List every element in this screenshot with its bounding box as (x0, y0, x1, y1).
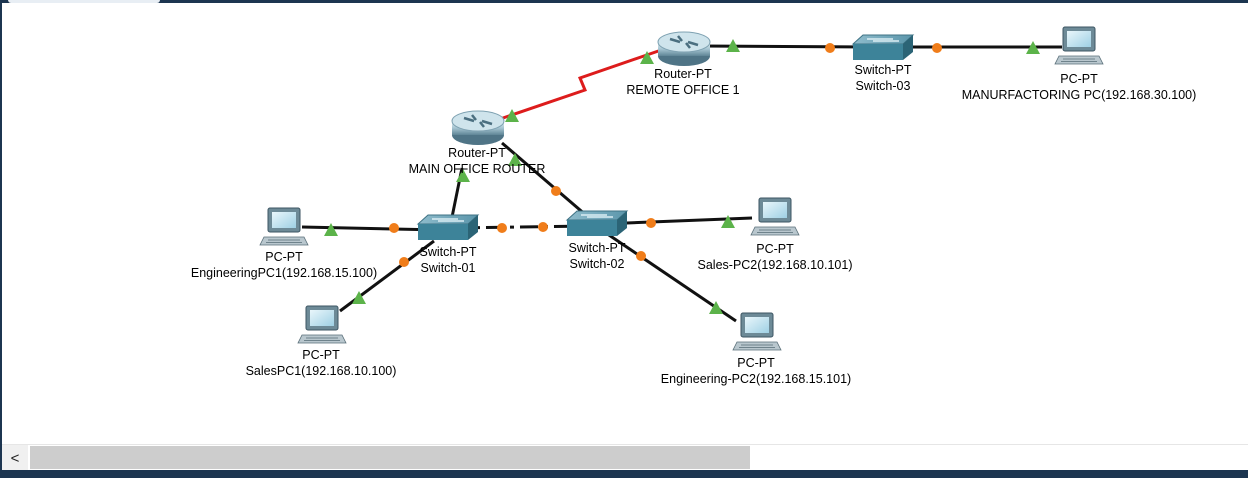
pc-icon[interactable] (750, 197, 800, 236)
device-label-switch-01: Switch-PT Switch-01 (420, 244, 477, 276)
device-type: PC-PT (1060, 72, 1098, 86)
device-type: Switch-PT (568, 241, 626, 255)
device-name: Engineering-PC2(192.168.15.101) (660, 372, 852, 386)
window-bottom-border (0, 470, 1248, 478)
device-name: EngineeringPC1(192.168.15.100) (190, 266, 378, 280)
switch-icon[interactable] (851, 34, 915, 60)
link-up-indicator (505, 109, 519, 122)
device-label-pc-eng1: PC-PT EngineeringPC1(192.168.15.100) (191, 249, 377, 281)
device-name: Switch-02 (569, 257, 625, 271)
link-blocking-indicator (538, 222, 548, 232)
chevron-left-icon: < (10, 449, 20, 467)
link-up-indicator (709, 301, 723, 314)
device-type: PC-PT (756, 242, 794, 256)
pc-icon[interactable] (259, 207, 309, 246)
pc-icon[interactable] (1054, 26, 1104, 65)
device-type: Switch-PT (419, 245, 477, 259)
device-name: Sales-PC2(192.168.10.101) (697, 258, 853, 272)
switch-icon[interactable] (565, 210, 629, 236)
device-name: SalesPC1(192.168.10.100) (245, 364, 397, 378)
device-name: MANURFACTORING PC(192.168.30.100) (961, 88, 1197, 102)
link-router-remote-switch-03[interactable] (701, 44, 873, 49)
device-type: PC-PT (265, 250, 303, 264)
device-name: Switch-01 (420, 261, 476, 275)
logical-workspace[interactable]: Router-PT MAIN OFFICE ROUTER Router-PT R… (2, 3, 1248, 443)
link-up-indicator (352, 291, 366, 304)
link-up-indicator (508, 153, 522, 166)
device-label-pc-manuf: PC-PT MANURFACTORING PC(192.168.30.100) (962, 71, 1197, 103)
link-blocking-indicator (932, 43, 942, 53)
link-blocking-indicator (497, 223, 507, 233)
link-blocking-indicator (389, 223, 399, 233)
device-type: Router-PT (448, 146, 506, 160)
pc-icon[interactable] (297, 305, 347, 344)
link-blocking-indicator (636, 251, 646, 261)
link-up-indicator (721, 215, 735, 228)
device-label-pc-sales1: PC-PT SalesPC1(192.168.10.100) (246, 347, 397, 379)
router-icon[interactable] (451, 110, 505, 145)
device-name: MAIN OFFICE ROUTER (408, 162, 546, 176)
link-blocking-indicator (646, 218, 656, 228)
device-label-pc-sales2: PC-PT Sales-PC2(192.168.10.101) (698, 241, 853, 273)
device-label-switch-02: Switch-PT Switch-02 (569, 240, 626, 272)
link-blocking-indicator (551, 186, 561, 196)
device-name: Switch-03 (855, 79, 911, 93)
serial-link-main-remote[interactable] (499, 45, 671, 121)
window-tab[interactable] (8, 0, 160, 3)
router-icon[interactable] (657, 31, 711, 66)
link-up-indicator (456, 169, 470, 182)
device-type: Router-PT (654, 67, 712, 81)
pc-icon[interactable] (732, 312, 782, 351)
link-status-indicators (324, 39, 1040, 314)
switch-icon[interactable] (416, 214, 480, 240)
scroll-left-button[interactable]: < (2, 445, 28, 471)
device-type: PC-PT (737, 356, 775, 370)
link-blocking-indicator (825, 43, 835, 53)
device-label-main-router: Router-PT MAIN OFFICE ROUTER (409, 145, 546, 177)
horizontal-scrollbar[interactable]: < (2, 444, 1248, 471)
device-name: REMOTE OFFICE 1 (626, 83, 740, 97)
scroll-thumb[interactable] (30, 446, 750, 469)
link-up-indicator (640, 51, 654, 64)
topology-canvas[interactable] (2, 3, 1248, 443)
device-type: PC-PT (302, 348, 340, 362)
link-up-indicator (324, 223, 338, 236)
link-router-main-switch-02[interactable] (501, 141, 595, 224)
link-up-indicator (726, 39, 740, 52)
link-up-indicator (1026, 41, 1040, 54)
window-top-border (0, 0, 1248, 3)
device-label-switch-03: Switch-PT Switch-03 (855, 62, 912, 94)
window-left-border (0, 3, 2, 471)
device-type: Switch-PT (854, 63, 912, 77)
link-blocking-indicator (399, 257, 409, 267)
device-label-pc-eng2: PC-PT Engineering-PC2(192.168.15.101) (661, 355, 851, 387)
device-label-remote-router: Router-PT REMOTE OFFICE 1 (626, 66, 739, 98)
